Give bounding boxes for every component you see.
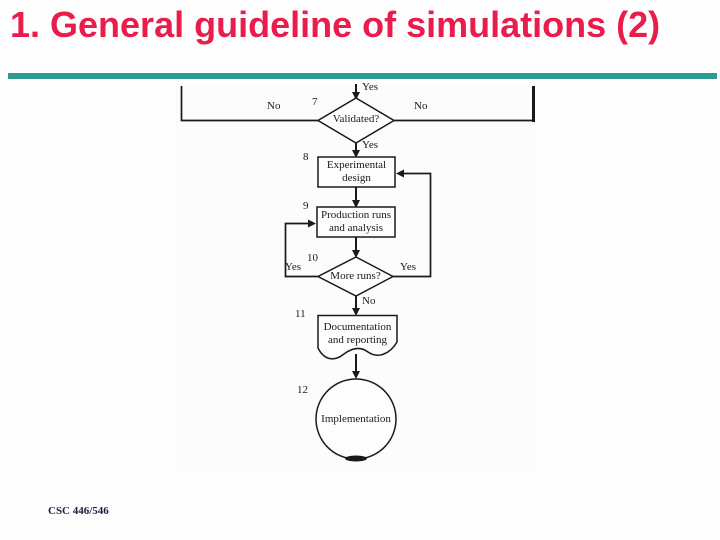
validated-number: 7 bbox=[312, 96, 318, 108]
decision-validated-label: Validated? bbox=[332, 113, 380, 126]
edge-more-runs-no-arrowhead bbox=[352, 308, 360, 316]
edge-no-left-line bbox=[180, 86, 318, 122]
edge-feedback-production-arrowhead bbox=[308, 219, 316, 228]
document-documentation-shape bbox=[317, 314, 398, 360]
implementation-number: 12 bbox=[297, 384, 308, 396]
edge-more-runs-yes-right-line bbox=[393, 172, 432, 278]
validated-no-right-label: No bbox=[414, 100, 428, 112]
implementation-bottom-mark bbox=[345, 455, 367, 462]
edge-experimental-to-production-arrowhead bbox=[352, 200, 360, 208]
more-runs-number: 10 bbox=[307, 252, 318, 264]
decision-more-runs-label: More runs? bbox=[330, 269, 381, 282]
process-experimental-shape bbox=[317, 156, 396, 188]
documentation-number: 11 bbox=[295, 308, 306, 320]
slide-title: 1. General guideline of simulations (2) bbox=[10, 4, 661, 45]
production-number: 9 bbox=[303, 200, 309, 212]
document-documentation-label: Documentation and reporting bbox=[323, 320, 392, 346]
validated-no-left-label: No bbox=[267, 100, 281, 112]
process-production-shape bbox=[316, 206, 396, 238]
edge-entry-arrowhead bbox=[352, 92, 360, 100]
more-runs-yes-left-label: Yes bbox=[285, 261, 302, 273]
more-runs-no-label: No bbox=[362, 295, 376, 307]
terminal-implementation-label: Implementation bbox=[321, 413, 391, 426]
more-runs-yes-right-label: Yes bbox=[400, 261, 417, 273]
slide-footer: CSC 446/546 bbox=[48, 505, 109, 517]
edge-more-runs-yes-left-line bbox=[284, 222, 318, 278]
process-experimental-label: Experimental design bbox=[326, 158, 387, 184]
edge-documentation-to-implementation-arrowhead bbox=[352, 371, 360, 379]
edge-feedback-experimental-arrowhead bbox=[396, 169, 404, 178]
entry-yes-label: Yes bbox=[362, 81, 379, 93]
process-production-label: Production runs and analysis bbox=[321, 208, 391, 234]
experimental-number: 8 bbox=[303, 151, 309, 163]
title-underline bbox=[8, 73, 717, 79]
edge-production-to-more-runs-arrowhead bbox=[352, 250, 360, 258]
edge-validated-yes-arrowhead bbox=[352, 150, 360, 158]
validated-yes-label: Yes bbox=[362, 139, 379, 151]
